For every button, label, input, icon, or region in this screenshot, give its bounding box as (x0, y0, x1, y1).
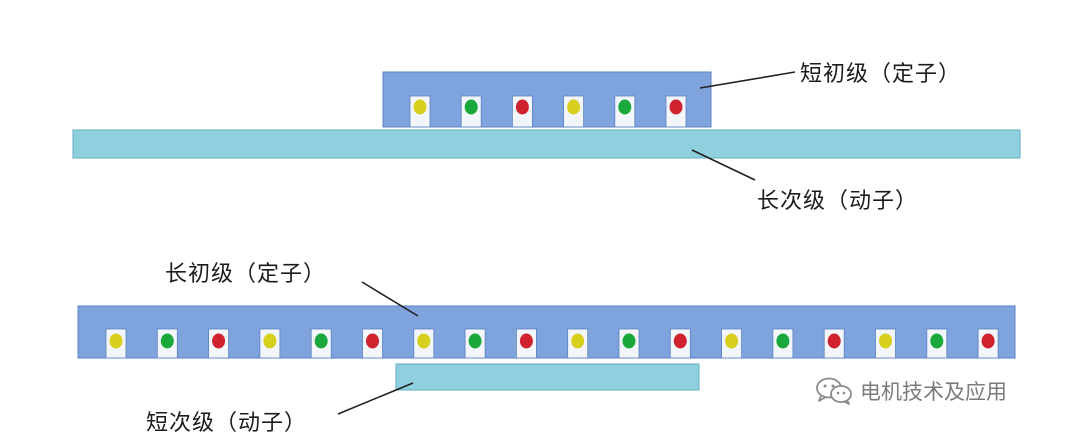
watermark: 电机技术及应用 (814, 376, 1007, 406)
bottom-coil-yellow (109, 333, 123, 349)
bottom-coil-green (160, 333, 174, 349)
top-coil-yellow (567, 99, 581, 115)
bottom-coil-red (981, 333, 995, 349)
leader-line-long-secondary (691, 149, 756, 181)
top-coil-green (464, 99, 478, 115)
bottom-coil-green (622, 333, 636, 349)
long-primary-block (77, 305, 1016, 359)
bottom-configuration (77, 281, 1016, 415)
long-secondary-bar (72, 129, 1021, 159)
short-primary-block (382, 71, 712, 128)
wechat-icon (816, 377, 852, 405)
bottom-coil-yellow (725, 333, 739, 349)
short-secondary-label: 短次级（动子） (146, 411, 308, 436)
short-secondary-bar (395, 363, 700, 391)
bottom-coil-red (673, 333, 687, 349)
bottom-coil-group (105, 328, 999, 359)
bottom-coil-green (776, 333, 790, 349)
short-primary-label: 短初级（定子） (800, 62, 962, 87)
top-coil-red (515, 99, 529, 115)
bottom-coil-green (314, 333, 328, 349)
bottom-coil-red (827, 333, 841, 349)
long-secondary-label: 长次级（动子） (757, 189, 919, 214)
bottom-coil-red (519, 333, 533, 349)
bottom-coil-yellow (879, 333, 892, 349)
long-primary-label: 长初级（定子） (165, 262, 327, 287)
bottom-coil-yellow (417, 333, 431, 349)
bottom-coil-green (468, 333, 482, 349)
leader-line-short-primary (699, 71, 796, 89)
top-coil-red (669, 99, 683, 115)
leader-line-long-primary (361, 281, 419, 317)
top-configuration (72, 71, 1021, 181)
top-coil-group (409, 95, 687, 128)
leader-line-short-secondary (337, 382, 414, 415)
bottom-coil-red (366, 333, 379, 349)
watermark-text: 电机技术及应用 (860, 380, 1007, 404)
top-coil-yellow (413, 99, 427, 115)
bottom-coil-red (212, 333, 226, 349)
bottom-coil-yellow (571, 333, 585, 349)
bottom-coil-green (930, 333, 944, 349)
top-coil-green (618, 99, 632, 115)
bottom-coil-yellow (263, 333, 277, 349)
